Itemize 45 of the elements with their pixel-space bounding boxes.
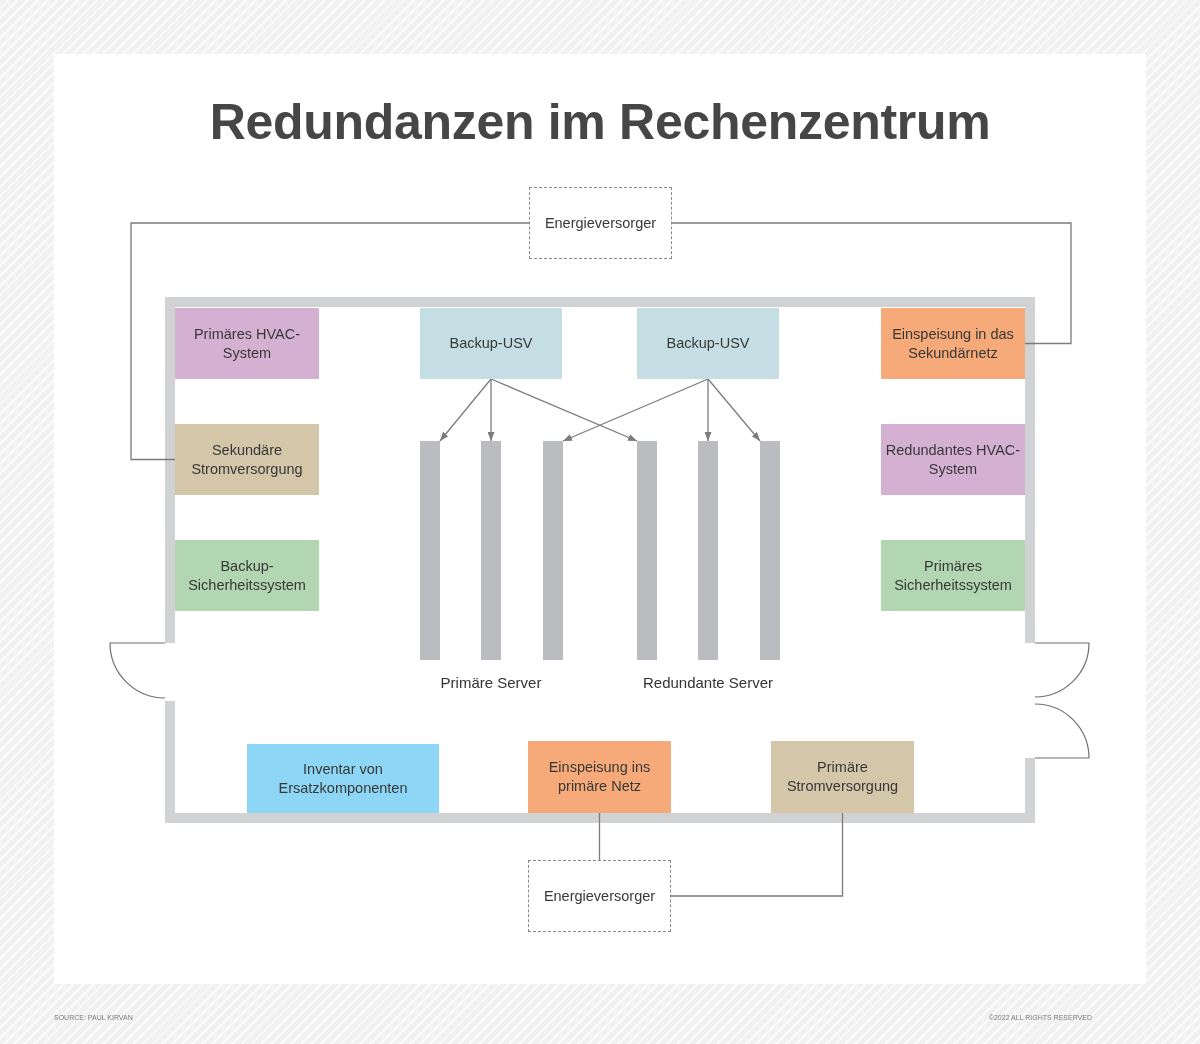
component-box [881, 424, 1025, 495]
box-label: Backup-Sicherheitssystem [187, 556, 307, 595]
connector-line [671, 222, 1072, 345]
arrow [439, 378, 492, 442]
connector-line [130, 222, 530, 461]
arrow [487, 378, 495, 442]
arrow [562, 378, 709, 442]
arrow [490, 378, 638, 442]
server-rack [637, 441, 657, 660]
server-rack [698, 441, 718, 660]
diagram-title: Redundanzen im Rechenzentrum [208, 93, 992, 152]
server-group-label: Primäre Server [440, 674, 542, 692]
dashed-box [528, 860, 671, 932]
component-box [247, 744, 439, 813]
connector-line [670, 812, 844, 897]
box-label: Backup-USV [666, 334, 750, 353]
component-box [771, 741, 914, 813]
component-box [637, 308, 779, 379]
component-box [881, 308, 1025, 379]
box-label: Einspeisung in das Sekundärnetz [891, 324, 1015, 363]
arrow [707, 378, 761, 442]
server-rack [543, 441, 563, 660]
server-rack [420, 441, 440, 660]
component-box [175, 308, 319, 379]
server-rack [760, 441, 780, 660]
box-label: Backup-USV [449, 334, 533, 353]
component-box [420, 308, 562, 379]
box-label: Energieversorger [543, 886, 656, 906]
box-label: Primäres Sicherheitssystem [893, 556, 1013, 595]
arrow [704, 378, 712, 442]
component-box [528, 741, 671, 813]
box-label: Primäre Stromversorgung [785, 758, 900, 796]
box-label: Redundantes HVAC-System [884, 440, 1022, 479]
connector-line [598, 812, 601, 861]
box-label: Inventar von Ersatzkomponenten [277, 759, 409, 798]
box-label: Energieversorger [544, 213, 657, 233]
component-box [881, 540, 1025, 611]
server-group-label: Redundante Server [642, 674, 774, 692]
box-label: Einspeisung ins primäre Netz [547, 758, 652, 796]
component-box [175, 540, 319, 611]
dashed-box [529, 187, 672, 259]
box-label: Sekundäre Stromversorgung [190, 440, 304, 479]
server-rack [481, 441, 501, 660]
component-box [175, 424, 319, 495]
box-label: Primäres HVAC-System [192, 324, 302, 363]
